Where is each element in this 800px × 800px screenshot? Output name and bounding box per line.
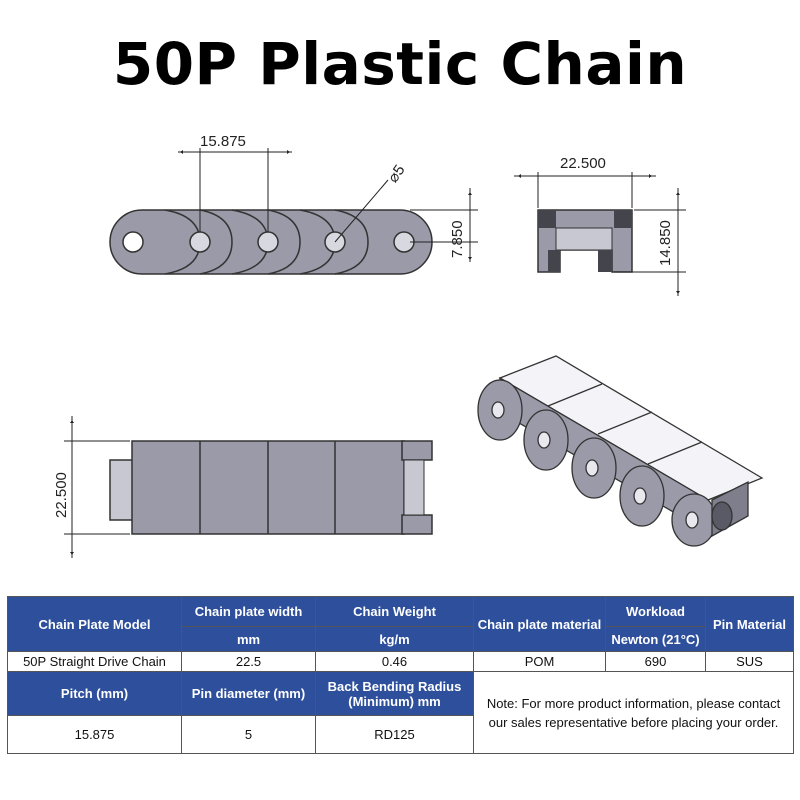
header-material: Chain plate material	[473, 596, 606, 652]
pin-diameter-label: ⌀5	[385, 162, 409, 186]
total-height-label: 14.850	[657, 220, 674, 266]
cell-workload: 690	[605, 651, 706, 672]
cell-bending: RD125	[315, 715, 474, 754]
technical-drawings: 15.875 ⌀5 7.850 22.500 14.850	[53, 133, 764, 558]
header-width-unit: mm	[181, 626, 316, 652]
header-weight-unit: kg/m	[315, 626, 474, 652]
side-view-drawing: 15.875 ⌀5 7.850	[109, 133, 478, 275]
center-height-label: 7.850	[449, 220, 466, 258]
width-top-label: 22.500	[560, 155, 606, 172]
header-bending: Back Bending Radius (Minimum) mm	[315, 671, 474, 716]
width-side-label: 22.500	[53, 472, 70, 518]
header-model: Chain Plate Model	[7, 596, 182, 652]
note-text: Note: For more product information, plea…	[473, 671, 794, 754]
spec-table: Chain Plate Model Chain plate width Chai…	[7, 596, 794, 754]
header-workload: Workload	[605, 596, 706, 627]
cell-pin-material: SUS	[705, 651, 794, 672]
cell-material: POM	[473, 651, 606, 672]
cell-pin-diameter: 5	[181, 715, 316, 754]
top-view-drawing: 22.500	[53, 416, 433, 558]
cell-model: 50P Straight Drive Chain	[7, 651, 182, 672]
pitch-dimension-label: 15.875	[200, 133, 246, 150]
isometric-view-drawing	[477, 355, 764, 547]
cell-pitch: 15.875	[7, 715, 182, 754]
header-pin-diameter: Pin diameter (mm)	[181, 671, 316, 716]
header-pitch: Pitch (mm)	[7, 671, 182, 716]
cell-width: 22.5	[181, 651, 316, 672]
header-workload-unit: Newton (21°C)	[605, 626, 706, 652]
header-pin-material: Pin Material	[705, 596, 794, 652]
page-title: 50P Plastic Chain	[112, 30, 688, 98]
header-weight: Chain Weight	[315, 596, 474, 627]
header-width: Chain plate width	[181, 596, 316, 627]
cell-weight: 0.46	[315, 651, 474, 672]
end-view-drawing: 22.500 14.850	[514, 155, 686, 296]
